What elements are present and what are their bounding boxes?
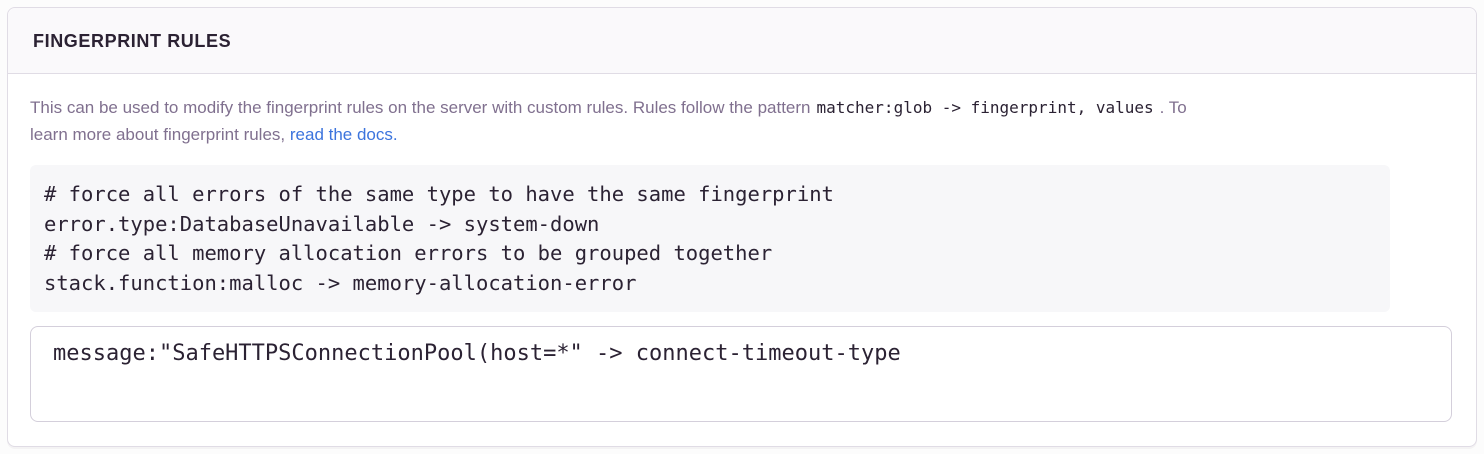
fingerprint-rules-panel: FINGERPRINT RULES This can be used to mo…: [7, 7, 1477, 447]
pattern-inline-code: matcher:glob -> fingerprint, values: [816, 98, 1154, 117]
panel-body: This can be used to modify the fingerpri…: [8, 74, 1476, 446]
description-line1-suffix: . To: [1159, 98, 1187, 117]
description-line1-text: This can be used to modify the fingerpri…: [30, 98, 811, 117]
description: This can be used to modify the fingerpri…: [30, 94, 1452, 148]
example-rules-code-block: # force all errors of the same type to h…: [30, 165, 1390, 312]
fingerprint-rules-textarea[interactable]: message:"SafeHTTPSConnectionPool(host=*"…: [30, 326, 1452, 422]
read-the-docs-link[interactable]: read the docs.: [289, 125, 398, 144]
description-line2-text: learn more about fingerprint rules,: [30, 125, 286, 144]
panel-header: FINGERPRINT RULES: [8, 8, 1476, 74]
panel-title: FINGERPRINT RULES: [33, 31, 232, 51]
